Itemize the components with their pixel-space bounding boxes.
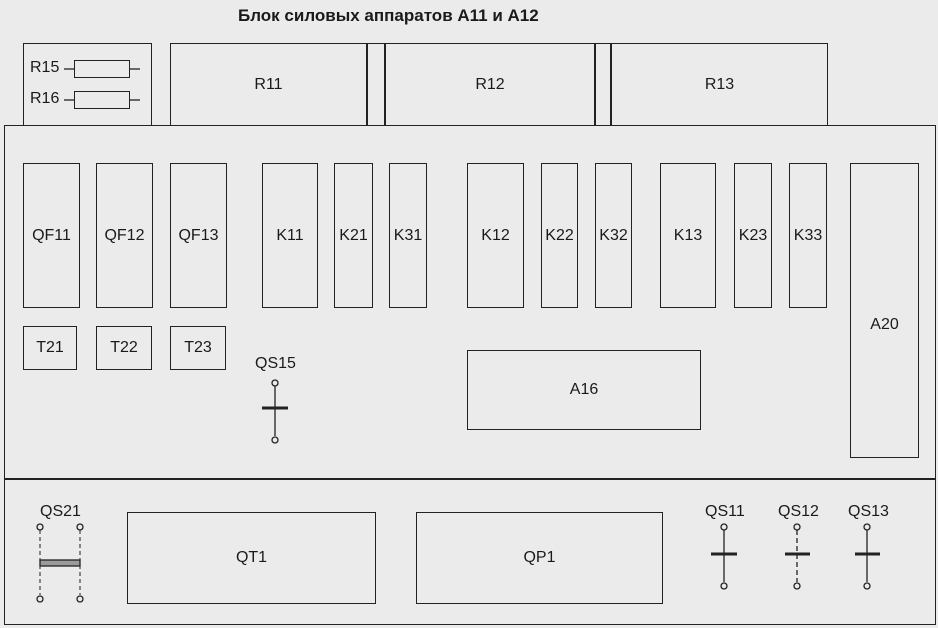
label-r11: R11 [254,75,283,93]
label-k33: K33 [793,226,823,244]
resistor-r16-symbol [74,91,130,109]
resistor-leads [64,68,140,101]
transformer-t22: T22 [96,326,152,370]
label-qp1: QP1 [523,549,556,566]
contactor-k12: K12 [467,163,524,308]
contactor-k13: K13 [660,163,716,308]
middle-panel [4,125,936,479]
bottom-panel [4,479,936,625]
resistor-r15-symbol [74,60,130,78]
switch-qs21-icon [36,523,84,603]
label-a20: A20 [870,316,899,333]
label-k21: K21 [339,226,368,244]
label-r12: R12 [475,75,505,93]
contactor-k21: K21 [334,163,373,308]
contactor-k23: K23 [734,163,772,308]
label-t23: T23 [184,339,212,356]
label-k23: K23 [738,226,768,244]
diagram-title: Блок силовых аппаратов А11 и А12 [238,6,539,25]
label-t21: T21 [36,339,64,356]
contactor-k22: K22 [541,163,578,308]
switch-qs12-icon [785,523,810,590]
label-k22: K22 [545,226,574,244]
label-a16: A16 [569,381,599,398]
contactor-k32: K32 [595,163,632,308]
label-k31: K31 [393,226,423,244]
label-qt1: QT1 [235,549,268,566]
label-qs11: QS11 [705,503,745,520]
device-qp1: QP1 [416,512,663,604]
label-qf12: QF12 [104,226,145,244]
label-qs15: QS15 [255,355,296,372]
transformer-t23: T23 [170,326,226,370]
label-qs12: QS12 [778,503,819,520]
breaker-qf11: QF11 [23,163,80,308]
switch-qs15-icon [262,379,288,444]
label-r13: R13 [704,75,735,93]
label-r16: R16 [30,90,60,107]
label-qs13: QS13 [848,503,889,520]
label-qf11: QF11 [32,226,71,244]
device-a16: A16 [467,350,701,430]
label-k12: K12 [481,226,510,244]
label-qf13: QF13 [178,226,219,244]
device-a20: A20 [850,163,919,458]
label-k11: K11 [276,226,304,244]
label-t22: T22 [110,339,138,356]
label-k32: K32 [599,226,628,244]
breaker-qf13: QF13 [170,163,227,308]
breaker-qf12: QF12 [96,163,153,308]
label-k13: K13 [673,226,703,244]
device-qt1: QT1 [127,512,376,604]
label-qs21: QS21 [40,503,81,520]
transformer-t21: T21 [23,326,77,370]
contactor-k33: K33 [789,163,827,308]
switch-qs11-icon [711,523,737,590]
contactor-k31: K31 [389,163,427,308]
switch-qs13-icon [855,523,880,590]
label-r15: R15 [30,59,60,76]
contactor-k11: K11 [262,163,318,308]
